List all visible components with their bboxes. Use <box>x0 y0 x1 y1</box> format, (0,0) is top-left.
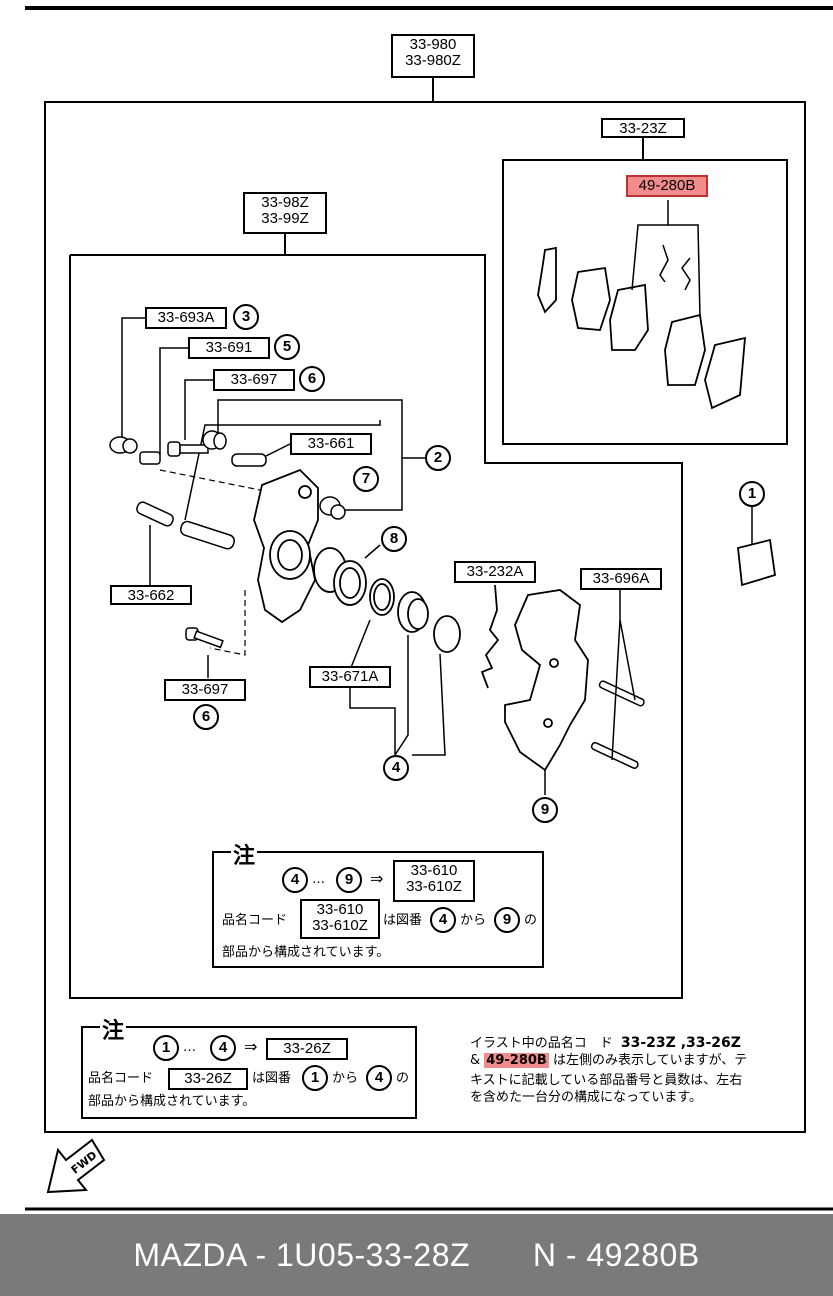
piston-seal <box>369 578 395 616</box>
note-inner-line2-mid: は図番 <box>383 913 423 928</box>
callout-4: 4 <box>383 755 409 781</box>
label-caliper-line1: 33-98Z <box>261 194 309 211</box>
label-pad-kit: 33-23Z <box>601 118 685 138</box>
label-assy-980: 33-980 33-980Z <box>391 34 475 78</box>
side-note-line2: & 49-280B は左側のみ表示していますが、テ <box>470 1052 747 1070</box>
label-33-697-upper: 33-697 <box>213 369 295 391</box>
note-inner-box <box>212 851 544 968</box>
label-33-696a: 33-696A <box>580 568 662 590</box>
note-outer-line2-mid: は図番 <box>252 1071 292 1086</box>
side-note-line2-rest: は左側のみ表示していますが、テ <box>552 1053 748 1068</box>
footer-brand-part: MAZDA - 1U05-33-28Z <box>133 1237 471 1273</box>
note-outer-from: 1 <box>153 1035 179 1061</box>
label-assy-980-line1: 33-980 <box>409 36 457 53</box>
note-inner-line2-code-1: 33-610 <box>316 901 364 918</box>
label-pad-highlight: 49-280B <box>626 175 708 197</box>
note-outer-line2-prefix: 品名コード <box>88 1071 154 1086</box>
note-outer-dots: … <box>183 1040 196 1055</box>
side-note-line1-codes: 33-23Z ,33-26Z <box>620 1035 741 1051</box>
note-inner-from: 4 <box>282 867 308 893</box>
note-outer-line2-code: 33-26Z <box>168 1068 248 1090</box>
bleeder-part <box>139 451 161 465</box>
label-33-232a: 33-232A <box>454 561 536 583</box>
note-inner-line2-prefix: 品名コード <box>222 913 288 928</box>
label-caliper: 33-98Z 33-99Z <box>243 192 327 234</box>
note-inner-title: 注 <box>231 838 258 870</box>
bracket-pins <box>590 680 645 769</box>
note-inner-line2-code: 33-610 33-610Z <box>300 899 380 939</box>
note-inner-line2-code-2: 33-610Z <box>312 917 368 934</box>
note-outer-arrow: ⇒ <box>244 1037 258 1056</box>
label-33-671a: 33-671A <box>309 666 391 688</box>
note-outer-line2-num2: 4 <box>366 1065 392 1091</box>
label-33-693a: 33-693A <box>145 307 227 329</box>
note-inner-code-1: 33-610 <box>410 862 458 879</box>
dust-boot-part <box>202 430 227 450</box>
outer-frame <box>44 101 806 1133</box>
caliper-bracket <box>504 589 589 772</box>
label-33-691: 33-691 <box>188 337 270 359</box>
note-inner-line2-num2: 9 <box>494 907 520 933</box>
side-note-line4: を含めた一台分の構成になっています。 <box>470 1090 703 1105</box>
pad-clips <box>659 244 691 291</box>
bolt-part-upper <box>167 441 209 457</box>
callout-2: 2 <box>425 445 451 471</box>
piston <box>313 547 367 606</box>
callout-7: 7 <box>353 466 379 492</box>
callout-8: 8 <box>381 526 407 552</box>
side-note-line2-amp: & <box>470 1053 481 1068</box>
fwd-arrow-icon <box>46 1138 106 1194</box>
callout-6-upper: 6 <box>299 366 325 392</box>
note-inner-line3: 部品から構成されています。 <box>222 945 390 960</box>
note-outer-to: 4 <box>210 1035 236 1061</box>
caliper-frame <box>69 254 683 999</box>
note-inner-line2-kara: から <box>460 913 487 928</box>
spring-clip <box>480 584 500 689</box>
label-33-662: 33-662 <box>110 585 192 605</box>
side-note-line1: イラスト中の品名コ ド 33-23Z ,33-26Z <box>470 1034 741 1053</box>
footer-n-part: N - 49280B <box>532 1237 700 1273</box>
note-inner-code-2: 33-610Z <box>406 878 462 895</box>
guide-pin-661 <box>231 453 267 467</box>
side-note-line1-prefix: イラスト中の品名コ ド <box>470 1036 613 1051</box>
callout-1: 1 <box>739 481 765 507</box>
guide-pin-662 <box>136 501 174 527</box>
label-33-661: 33-661 <box>290 433 372 455</box>
note-outer-code: 33-26Z <box>266 1038 348 1060</box>
bushing-part <box>109 436 138 454</box>
label-caliper-line2: 33-99Z <box>261 210 309 227</box>
callout-5: 5 <box>274 334 300 360</box>
note-outer-line2-no: の <box>396 1071 410 1086</box>
dust-boot-7 <box>319 496 346 520</box>
note-outer-line2-num1: 1 <box>302 1065 328 1091</box>
brake-pads <box>537 246 747 410</box>
footer-bar: MAZDA - 1U05-33-28Z N - 49280B <box>0 1214 833 1296</box>
side-note-line2-code: 49-280B <box>484 1053 549 1068</box>
callout-6-lower: 6 <box>193 704 219 730</box>
callout-3: 3 <box>233 304 259 330</box>
pad-kit-frame <box>502 159 788 445</box>
o-ring <box>433 615 461 653</box>
guide-pin-sleeve <box>179 520 235 550</box>
callout-9: 9 <box>532 797 558 823</box>
note-inner-line2-no: の <box>524 913 538 928</box>
wear-sensor-part <box>737 538 777 587</box>
note-outer-title: 注 <box>100 1013 127 1045</box>
caliper-body <box>253 468 319 624</box>
label-assy-980-line2: 33-980Z <box>405 52 461 69</box>
note-inner-code: 33-610 33-610Z <box>393 860 475 902</box>
note-outer-line3: 部品から構成されています。 <box>88 1094 256 1109</box>
note-inner-arrow: ⇒ <box>370 869 384 888</box>
side-note-line3: キストに記載している部品番号と員数は、左右 <box>470 1073 743 1088</box>
note-inner-to: 9 <box>336 867 362 893</box>
label-33-697-lower: 33-697 <box>164 679 246 701</box>
note-inner-dots: … <box>312 872 325 887</box>
note-outer-line2-kara: から <box>332 1071 359 1086</box>
bolt-part-lower <box>185 627 224 649</box>
exploded-parts-diagram <box>25 6 833 1211</box>
note-outer-box <box>81 1026 417 1119</box>
dust-seal <box>397 591 429 633</box>
note-inner-line2-num1: 4 <box>430 907 456 933</box>
